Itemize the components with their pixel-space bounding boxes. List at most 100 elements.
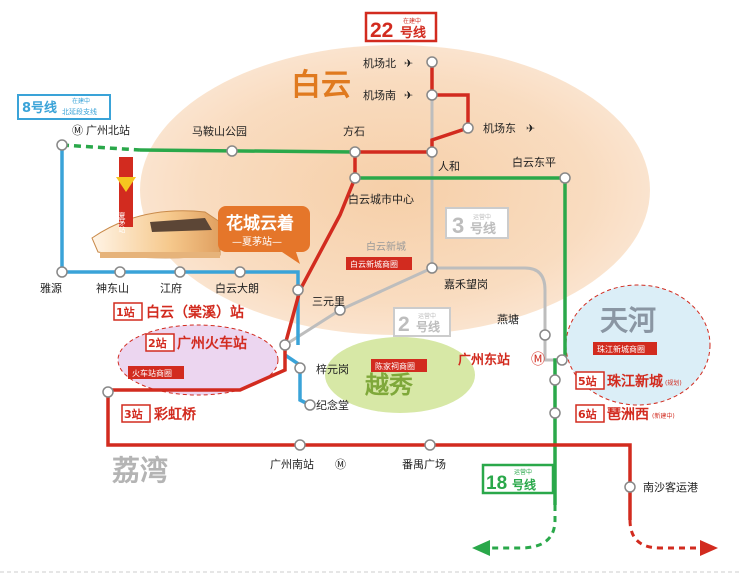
line18-badge[interactable]: 18 运营中 号线 <box>481 463 555 495</box>
station-jinian[interactable]: 纪念堂 <box>316 398 349 412</box>
line3-badge[interactable]: 3 运营中 号线 <box>445 207 509 239</box>
line8-branch <box>284 353 311 407</box>
dot-zhiyuangang[interactable] <box>294 362 306 374</box>
svg-text:号线: 号线 <box>512 477 536 492</box>
station-shendongshan[interactable]: 神东山 <box>96 281 129 295</box>
svg-text:运营中: 运营中 <box>514 468 532 476</box>
svg-text:8号线: 8号线 <box>22 100 57 116</box>
svg-text:运营中: 运营中 <box>418 312 436 320</box>
dot-baiyun-city-center[interactable] <box>349 172 361 184</box>
svg-text:广州火车站: 广州火车站 <box>177 335 247 352</box>
station-guangzhou-south[interactable]: 广州南站 <box>270 457 314 471</box>
svg-text:(规划): (规划) <box>665 379 682 387</box>
svg-text:号线: 号线 <box>416 319 440 334</box>
dot-guangzhou-station[interactable] <box>279 339 291 351</box>
station-airport-east[interactable]: 机场东 <box>483 121 516 135</box>
station-renhe[interactable]: 人和 <box>438 160 460 173</box>
dot-baiyun-tangxi[interactable] <box>292 284 304 296</box>
svg-text:夏茅站: 夏茅站 <box>118 212 126 234</box>
dot-yayuan[interactable] <box>56 266 68 278</box>
svg-text:2站: 2站 <box>148 336 167 350</box>
dot-sanyuanli[interactable] <box>334 304 346 316</box>
dot-airport-east[interactable] <box>462 122 474 134</box>
stop-2[interactable]: 2站 广州火车站 <box>145 333 247 352</box>
dot-guangzhou-south[interactable] <box>294 439 306 451</box>
area-yuexiu: 越秀 <box>365 371 413 399</box>
svg-text:号线: 号线 <box>400 25 426 41</box>
dot-nansha[interactable] <box>624 481 636 493</box>
svg-text:3站: 3站 <box>124 407 143 421</box>
dot-guangzhou-north[interactable] <box>56 139 68 151</box>
line18-arrow <box>472 540 490 556</box>
svg-text:—夏茅站—: —夏茅站— <box>232 235 282 248</box>
dot-jiahe[interactable] <box>426 262 438 274</box>
dot-zhujiang[interactable] <box>549 374 561 386</box>
dot-maanshan[interactable] <box>226 145 238 157</box>
station-guangzhou-north[interactable]: 广州北站 <box>86 123 130 137</box>
station-baiyun-dalang[interactable]: 白云大朗 <box>215 281 259 295</box>
plane-icon: ✈ <box>404 89 413 102</box>
dot-pazhou[interactable] <box>549 407 561 419</box>
station-baiyun-city-center[interactable]: 白云城市中心 <box>348 192 414 206</box>
station-nansha[interactable]: 南沙客运港 <box>643 480 698 494</box>
line8-badge[interactable]: 8号线 在建中 北延段支线 <box>17 94 111 120</box>
station-airport-south[interactable]: 机场南 <box>363 88 396 102</box>
svg-text:琶洲西: 琶洲西 <box>607 407 649 423</box>
plane-icon: ✈ <box>526 122 535 135</box>
station-zhiyuangang[interactable]: 梓元岗 <box>316 362 349 376</box>
dot-shijing[interactable] <box>349 146 361 158</box>
station-yantang[interactable]: 燕塘 <box>497 312 519 326</box>
stop-6[interactable]: 6站 琶洲西 (新建中) <box>575 404 675 423</box>
line22-arrow <box>700 540 718 556</box>
line22-badge[interactable]: 22 在建中 号线 <box>364 11 438 43</box>
station-yayuan[interactable]: 雅源 <box>40 281 62 295</box>
dot-renhe[interactable] <box>426 146 438 158</box>
station-guangzhou-east[interactable]: 广州东站 <box>458 352 510 368</box>
station-maanshan[interactable]: 马鞍山公园 <box>192 124 247 138</box>
station-panyu[interactable]: 番禺广场 <box>402 457 446 471</box>
svg-text:6站: 6站 <box>578 407 597 421</box>
station-shijing[interactable]: 方石 <box>343 124 365 138</box>
line8-dashed <box>61 143 141 152</box>
plane-icon: ✈ <box>404 57 413 70</box>
station-jiahe[interactable]: 嘉禾望岗 <box>444 277 488 291</box>
area-liwan: 荔湾 <box>112 454 168 487</box>
metro-logo-icon: Ⓜ <box>72 124 83 137</box>
dot-baiyun-dalang[interactable] <box>234 266 246 278</box>
stop-5[interactable]: 5站 珠江新城 (规划) <box>575 371 682 390</box>
line3-track <box>430 62 562 362</box>
svg-text:5站: 5站 <box>578 374 597 388</box>
line2-badge[interactable]: 2 运营中 号线 <box>393 307 451 337</box>
badge-chenjiaci: 陈家祠商圈 <box>371 359 427 372</box>
dot-airport-north[interactable] <box>426 56 438 68</box>
stop-3[interactable]: 3站 彩虹桥 <box>121 404 197 423</box>
station-baiyun-dongping[interactable]: 白云东平 <box>512 155 556 169</box>
line22-dash <box>628 519 700 550</box>
dot-yantang[interactable] <box>539 329 551 341</box>
svg-text:珠江新城: 珠江新城 <box>607 373 663 390</box>
dot-jinian[interactable] <box>304 399 316 411</box>
metro-logo-icon: Ⓜ <box>335 458 346 471</box>
dot-baiyun-dongping[interactable] <box>559 172 571 184</box>
svg-text:火车站商圈: 火车站商圈 <box>132 368 172 378</box>
svg-text:运营中: 运营中 <box>473 213 491 221</box>
svg-text:1站: 1站 <box>116 305 135 319</box>
svg-text:在建中: 在建中 <box>403 17 421 25</box>
stop-1[interactable]: 1站 白云（棠溪）站 <box>113 302 244 321</box>
dot-shendongshan[interactable] <box>114 266 126 278</box>
station-jiangfu[interactable]: 江府 <box>160 281 182 295</box>
baiyun-area <box>140 45 650 335</box>
station-airport-north[interactable]: 机场北 <box>363 56 396 70</box>
badge-train-station: 火车站商圈 <box>128 366 184 379</box>
dot-caihongqiao[interactable] <box>102 386 114 398</box>
dot-panyu[interactable] <box>424 439 436 451</box>
promo-bubble[interactable]: 花城云着 —夏茅站— <box>218 206 310 264</box>
dot-guangzhou-east[interactable] <box>556 354 568 366</box>
station-dots <box>56 56 636 493</box>
svg-text:18: 18 <box>486 473 507 494</box>
station-sanyuanli[interactable]: 三元里 <box>312 295 345 308</box>
dot-airport-south[interactable] <box>426 89 438 101</box>
svg-text:号线: 号线 <box>470 221 496 237</box>
dot-jiangfu[interactable] <box>174 266 186 278</box>
